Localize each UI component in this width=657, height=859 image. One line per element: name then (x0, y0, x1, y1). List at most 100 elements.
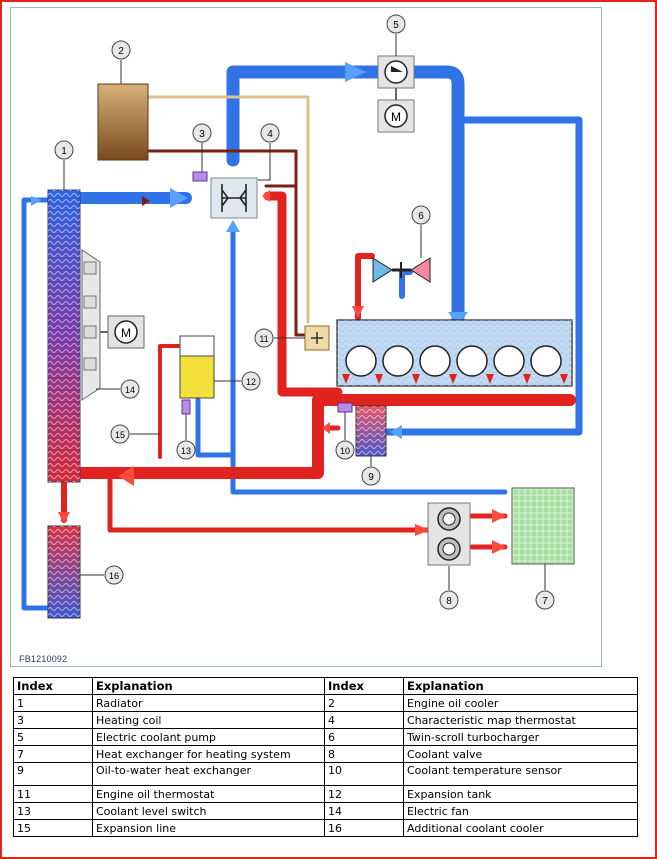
additional-coolant-cooler (47, 525, 81, 619)
index-cell: 10 (324, 762, 404, 786)
svg-text:1: 1 (61, 146, 67, 157)
table-row: 11 Engine oil thermostat 12 Expansion ta… (13, 785, 638, 803)
index-cell: 8 (324, 745, 404, 763)
map-thermostat (210, 177, 258, 219)
index-cell: 11 (13, 785, 93, 803)
explanation-cell: Engine oil cooler (403, 694, 638, 712)
leader-lines (63, 34, 546, 590)
explanation-cell: Coolant level switch (92, 802, 325, 820)
callout-7: 7 (535, 590, 555, 610)
explanation-cell: Heat exchanger for heating system (92, 745, 325, 763)
figure-id: FB1210092 (19, 654, 68, 664)
header-explanation: Explanation (403, 677, 638, 695)
explanation-cell: Characteristic map thermostat (403, 711, 638, 729)
header-index: Index (13, 677, 93, 695)
callout-12: 12 (241, 371, 261, 391)
index-cell: 3 (13, 711, 93, 729)
table-row: 9 Oil-to-water heat exchanger 10 Coolant… (13, 762, 638, 786)
twin-scroll-turbocharger (372, 257, 431, 283)
engine-oil-cooler (97, 83, 149, 161)
index-cell: 5 (13, 728, 93, 746)
coolant-valve (427, 502, 471, 566)
table-row: 5 Electric coolant pump 6 Twin-scroll tu… (13, 728, 638, 746)
heating-heat-exchanger (511, 487, 575, 565)
svg-text:5: 5 (393, 20, 399, 31)
table-row: 3 Heating coil 4 Characteristic map ther… (13, 711, 638, 729)
oil-water-heat-exchanger (355, 405, 387, 457)
svg-text:M: M (121, 326, 131, 340)
explanation-cell: Engine oil thermostat (92, 785, 325, 803)
table-row: 13 Coolant level switch 14 Electric fan (13, 802, 638, 820)
svg-text:7: 7 (542, 596, 548, 607)
oil-lines (146, 95, 314, 337)
callout-11: 11 (254, 328, 274, 348)
callout-16: 16 (104, 565, 124, 585)
index-cell: 16 (324, 819, 404, 837)
table-row: 15 Expansion line 16 Additional coolant … (13, 819, 638, 837)
svg-text:10: 10 (340, 446, 350, 456)
coolant-level-switch (181, 399, 191, 415)
index-cell: 13 (13, 802, 93, 820)
explanation-cell: Coolant valve (403, 745, 638, 763)
svg-text:14: 14 (125, 385, 135, 395)
explanation-cell: Electric coolant pump (92, 728, 325, 746)
callout-15: 15 (110, 424, 130, 444)
index-cell: 14 (324, 802, 404, 820)
explanation-cell: Radiator (92, 694, 325, 712)
explanation-cell: Additional coolant cooler (403, 819, 638, 837)
index-cell: 12 (324, 785, 404, 803)
callout-9: 9 (361, 466, 381, 486)
svg-text:15: 15 (115, 430, 125, 440)
index-cell: 4 (324, 711, 404, 729)
index-cell: 2 (324, 694, 404, 712)
heating-coil (192, 171, 208, 182)
explanation-cell: Oil-to-water heat exchanger (92, 762, 325, 786)
svg-text:2: 2 (118, 46, 124, 57)
radiator (47, 189, 81, 483)
explanation-cell: Heating coil (92, 711, 325, 729)
callout-markers: 1 2 3 4 5 6 7 8 9 10 11 12 13 14 15 16 (54, 14, 555, 610)
flow-arrows (31, 62, 506, 554)
index-cell: 1 (13, 694, 93, 712)
svg-text:9: 9 (368, 472, 374, 483)
svg-text:11: 11 (259, 334, 268, 344)
svg-text:16: 16 (109, 571, 119, 581)
callout-2: 2 (111, 40, 131, 60)
hot-coolant-lines (61, 191, 576, 550)
table-row: 1 Radiator 2 Engine oil cooler (13, 694, 638, 712)
index-cell: 6 (324, 728, 404, 746)
coolant-temp-sensor (337, 402, 353, 413)
index-cell: 15 (13, 819, 93, 837)
callout-8: 8 (439, 590, 459, 610)
header-index: Index (324, 677, 404, 695)
callout-4: 4 (260, 123, 280, 143)
explanation-cell: Expansion line (92, 819, 325, 837)
callout-1: 1 (54, 140, 74, 160)
svg-text:M: M (391, 110, 401, 124)
svg-text:13: 13 (181, 446, 191, 456)
index-cell: 9 (13, 762, 93, 786)
svg-text:8: 8 (446, 596, 452, 607)
callout-10: 10 (335, 440, 355, 460)
callout-5: 5 (386, 14, 406, 34)
svg-text:4: 4 (267, 129, 273, 140)
explanation-cell: Coolant temperature sensor (403, 762, 638, 786)
engine-oil-thermostat (304, 325, 330, 351)
electric-fan: M (81, 249, 145, 401)
table-row: 7 Heat exchanger for heating system 8 Co… (13, 745, 638, 763)
cooling-system-diagram: M M (21, 14, 583, 619)
legend-table: Index Explanation Index Explanation 1 Ra… (13, 677, 638, 837)
callout-3: 3 (192, 123, 212, 143)
explanation-cell: Twin-scroll turbocharger (403, 728, 638, 746)
header-explanation: Explanation (92, 677, 325, 695)
explanation-cell: Electric fan (403, 802, 638, 820)
legend-header-row: Index Explanation Index Explanation (13, 677, 638, 695)
callout-14: 14 (120, 379, 140, 399)
svg-text:12: 12 (246, 377, 256, 387)
svg-text:6: 6 (418, 211, 424, 222)
engine-block (336, 319, 573, 387)
callout-6: 6 (411, 205, 431, 225)
explanation-cell: Expansion tank (403, 785, 638, 803)
callout-13: 13 (176, 440, 196, 460)
